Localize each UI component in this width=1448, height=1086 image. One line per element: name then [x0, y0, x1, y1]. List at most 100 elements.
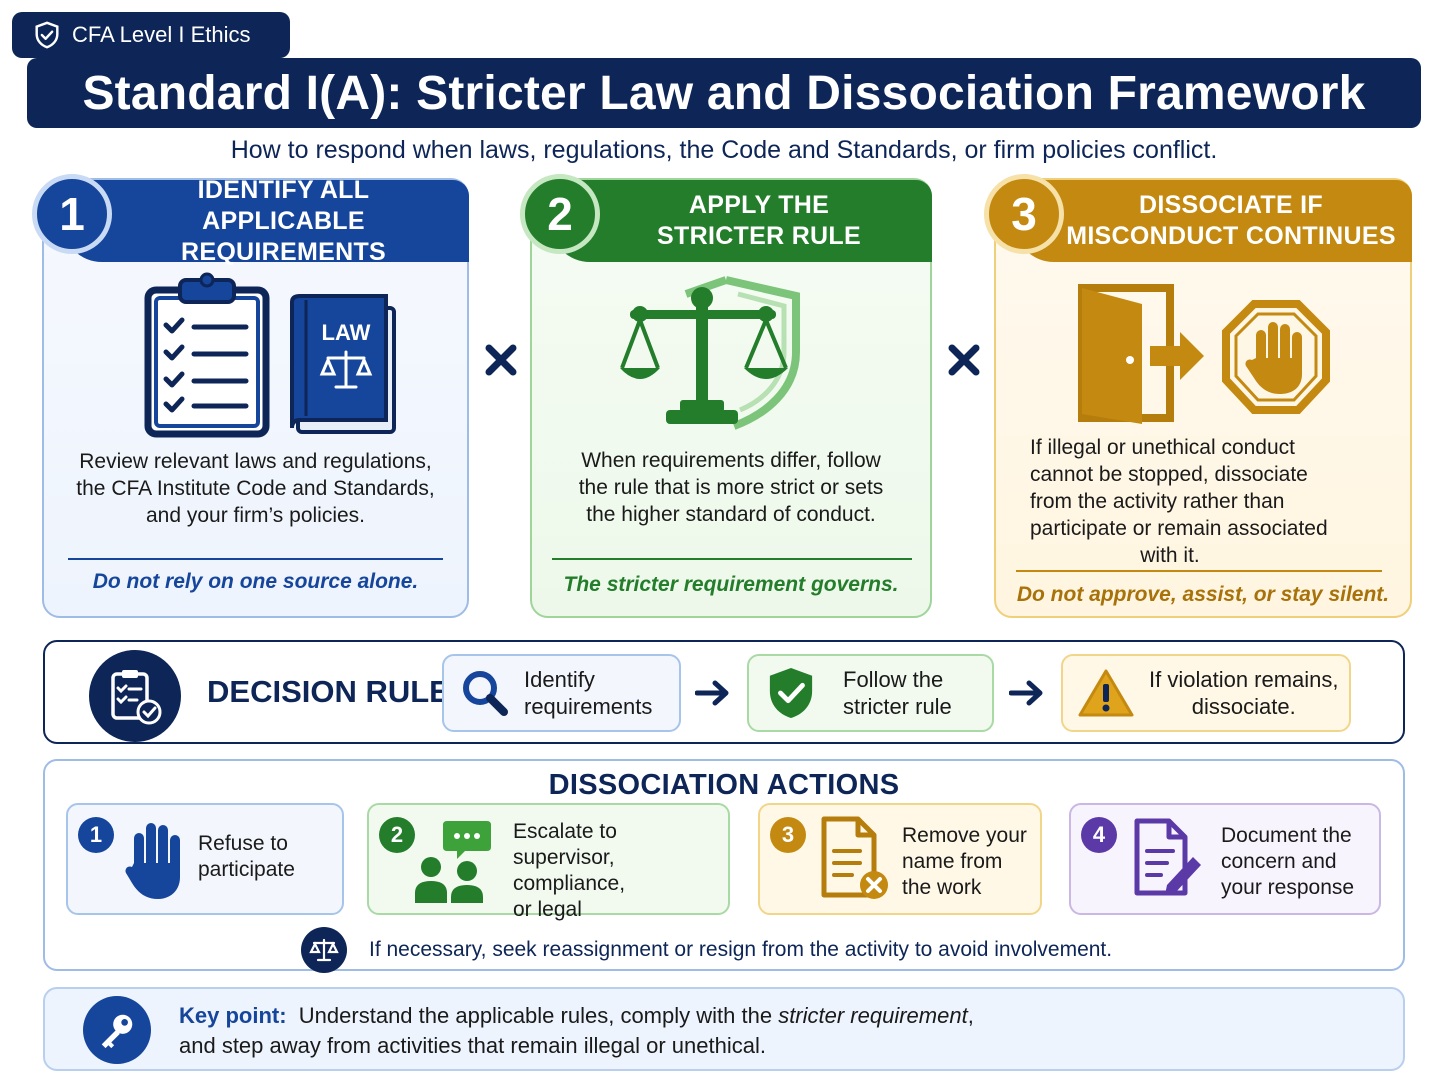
divider	[552, 558, 912, 560]
label-line: the work	[902, 876, 982, 899]
step-card-note: The stricter requirement governs.	[563, 573, 899, 596]
action-label: Escalate to supervisor, compliance, or l…	[513, 819, 728, 923]
clipboard-checklist-icon	[144, 272, 270, 438]
decision-rule-title: DECISION RULE	[207, 674, 450, 709]
label-line: If violation remains,	[1149, 667, 1339, 692]
step-number-badge: 2	[520, 174, 600, 254]
key-point-line: Understand the applicable rules, comply …	[298, 1003, 773, 1028]
label-line: your response	[1221, 876, 1355, 899]
key-point-punctuation: ,	[967, 1003, 974, 1028]
category-badge: CFA Level I Ethics	[12, 12, 290, 58]
key-point-text: Key point: Understand the applicable rul…	[179, 1001, 974, 1061]
action-number: 1	[78, 817, 114, 853]
description-line: the higher standard of conduct.	[586, 503, 876, 526]
law-book-icon: LAW	[290, 294, 396, 434]
page-subtitle: How to respond when laws, regulations, t…	[230, 136, 1218, 164]
step-card-note: Do not rely on one source alone.	[92, 570, 419, 593]
description-line: and your firm’s policies.	[145, 504, 366, 527]
heading-line: STRICTER RULE	[657, 222, 861, 250]
exit-door-icon	[1078, 284, 1204, 424]
step-card-description: When requirements differ, follow the rul…	[546, 447, 916, 528]
dissociation-actions-panel: DISSOCIATION ACTIONS 1 Refuse to partici…	[43, 759, 1405, 973]
label-line: name from	[902, 850, 1003, 873]
arrow-right-icon	[1009, 680, 1043, 706]
action-label: Refuse to participate	[198, 831, 295, 883]
dissociation-footer: If necessary, seek reassignment or resig…	[301, 927, 1112, 973]
dissociation-title: DISSOCIATION ACTIONS	[548, 769, 900, 801]
dissociation-footer-text: If necessary, seek reassignment or resig…	[369, 938, 1113, 961]
label-line: Refuse to	[198, 832, 288, 855]
times-icon	[948, 344, 980, 376]
people-chat-icon	[415, 821, 491, 903]
heading-line: IDENTIFY ALL	[197, 175, 370, 204]
magnifier-icon	[463, 671, 508, 716]
step-card-heading: APPLY THE STRICTER RULE	[550, 180, 932, 262]
step-card-description: If illegal or unethical conduct cannot b…	[1020, 434, 1350, 569]
title-bar: Standard I(A): Stricter Law and Dissocia…	[27, 58, 1421, 128]
description-line: the rule that is more strict or sets	[578, 476, 884, 499]
step-number-badge: 1	[32, 174, 112, 254]
description-line: Review relevant laws and regulations,	[79, 450, 432, 473]
description-line: from the activity rather than	[1030, 490, 1285, 513]
step-card-stricter-rule: 2 APPLY THE STRICTER RULE When requiremen…	[520, 174, 932, 618]
label-line: Follow the	[843, 667, 944, 692]
label-line: Remove your	[902, 824, 1027, 847]
action-label: Remove your name from the work	[902, 823, 1027, 901]
clipboard-check-icon	[89, 650, 181, 742]
shield-check-icon	[769, 668, 813, 718]
raised-hand-icon	[125, 823, 180, 899]
key-point-line: and step away from activities that remai…	[179, 1033, 766, 1058]
heading-line: MISCONDUCT CONTINUES	[1066, 222, 1396, 250]
label-line: stricter rule	[843, 694, 952, 719]
decision-step-label: If violation remains,dissociate.	[1149, 666, 1339, 720]
heading-line: APPLY THE	[688, 191, 830, 219]
key-point-label: Key point:	[179, 1003, 287, 1028]
description-line: When requirements differ, follow	[581, 449, 881, 472]
step-card-note: Do not approve, assist, or stay silent.	[1016, 583, 1390, 606]
description-line: If illegal or unethical conduct	[1030, 436, 1295, 459]
page-title: Standard I(A): Stricter Law and Dissocia…	[82, 66, 1366, 120]
label-line: participate	[198, 858, 295, 881]
label-line: Escalate to	[513, 820, 617, 843]
step-number-badge: 3	[984, 174, 1064, 254]
label-line: or legal	[513, 898, 582, 921]
description-line: with it.	[1140, 544, 1200, 567]
shield-check-icon	[35, 21, 59, 49]
times-icon	[485, 344, 517, 376]
heading-line: DISSOCIATE IF	[1138, 191, 1323, 219]
action-escalate: 2 Escalate to supervisor, compliance, or…	[367, 803, 730, 921]
action-number: 4	[1081, 817, 1117, 853]
action-refuse: 1 Refuse to participate	[66, 803, 344, 915]
step-card-heading: DISSOCIATE IF MISCONDUCT CONTINUES	[1014, 180, 1412, 262]
heading-line: APPLICABLE REQUIREMENTS	[180, 206, 386, 266]
action-label: Document the concern and your response	[1221, 823, 1354, 901]
key-icon	[83, 996, 151, 1064]
label-line: concern and	[1221, 850, 1337, 873]
arrow-right-icon	[695, 680, 729, 706]
description-line: participate or remain associated	[1030, 517, 1328, 540]
warning-icon	[1078, 669, 1134, 717]
label-line: Document the	[1221, 824, 1352, 847]
document-edit-icon	[1134, 818, 1201, 896]
action-remove-name: 3 Remove your name from the work	[758, 803, 1042, 915]
key-point-panel: Key point: Understand the applicable rul…	[43, 987, 1405, 1071]
divider	[68, 558, 443, 560]
label-line: requirements	[524, 694, 653, 719]
label-line: Identify	[524, 667, 595, 692]
key-point-emphasis: stricter requirement	[778, 1003, 968, 1028]
description-line: the CFA Institute Code and Standards,	[76, 477, 435, 500]
document-remove-icon	[821, 816, 888, 899]
step-card-description: Review relevant laws and regulations, th…	[58, 448, 453, 529]
action-number: 3	[770, 817, 806, 853]
badge-label: CFA Level I Ethics	[72, 22, 251, 47]
step-card-dissociate: 3 DISSOCIATE IF MISCONDUCT CONTINUES If i…	[984, 174, 1412, 618]
description-line: cannot be stopped, dissociate	[1030, 463, 1308, 486]
book-label: LAW	[322, 320, 371, 345]
